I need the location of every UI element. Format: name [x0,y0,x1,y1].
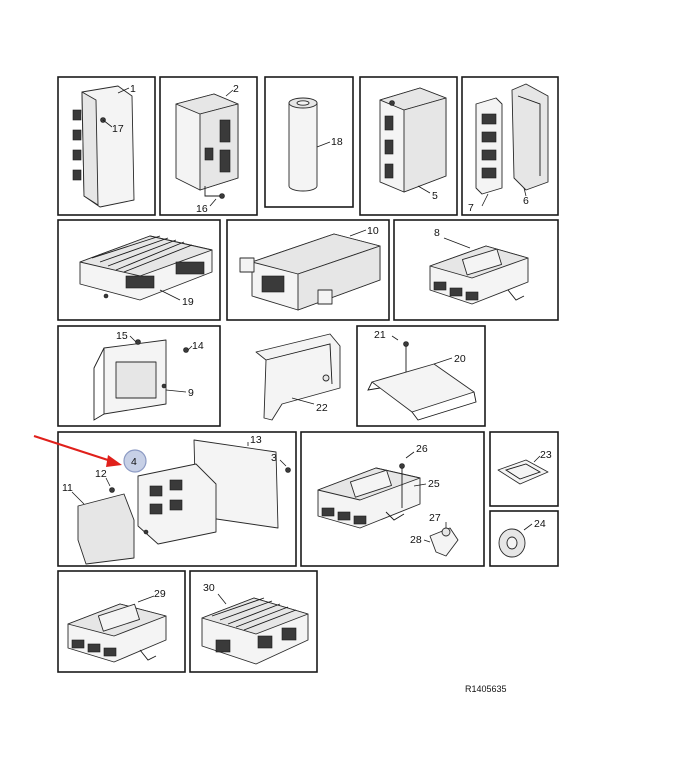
panel-part-29[interactable]: 29 [57,570,186,673]
panel-part-22[interactable]: 22 [255,333,341,421]
part-number-20: 20 [454,353,466,365]
panel-part-30[interactable]: 30 [189,570,318,673]
part-number-2: 2 [233,83,239,95]
panel-parts-1-17[interactable]: 1 17 [57,76,156,216]
part-number-26: 26 [416,443,428,455]
part-number-17: 17 [112,123,124,135]
part-number-14: 14 [192,340,204,352]
part-number-3: 3 [271,452,277,464]
panel-parts-2-16[interactable]: 2 16 [159,76,258,216]
part-number-8: 8 [434,227,440,239]
panel-parts-20-21[interactable]: 21 20 [356,325,486,427]
part-number-13: 13 [250,434,262,446]
part-number-11: 11 [62,482,73,494]
part-number-15: 15 [116,330,128,342]
panel-part-24[interactable]: 24 [489,510,559,567]
panel-parts-25-26-27-28[interactable]: 26 25 27 28 [300,431,485,567]
part-number-28: 28 [410,534,422,546]
part-number-10: 10 [367,225,379,237]
reference-code: R1405635 [465,684,507,694]
part-number-5: 5 [432,190,438,202]
panel-part-10[interactable]: 10 [226,219,390,321]
part-number-16: 16 [196,203,208,215]
panel-parts-9-14-15[interactable]: 15 14 9 [57,325,221,427]
part-number-24: 24 [534,518,546,530]
part-number-7: 7 [468,202,474,214]
part-number-29: 29 [154,588,166,600]
panel-parts-3-4-11-12-13[interactable]: 4 13 3 12 11 [57,431,297,567]
part-number-18: 18 [331,136,343,148]
panel-parts-6-7[interactable]: 7 6 [461,76,559,216]
part-number-25: 25 [428,478,440,490]
panel-part-5[interactable]: 5 [359,76,458,216]
part-number-4: 4 [131,456,137,468]
part-number-21: 21 [374,329,386,341]
part-number-9: 9 [188,387,194,399]
part-number-12: 12 [95,468,107,480]
panel-part-8[interactable]: 8 [393,219,559,321]
panel-part-19[interactable]: 19 [57,219,221,321]
part-number-1: 1 [130,83,136,95]
part-number-19: 19 [182,296,194,308]
highlight-marker-part-4[interactable] [123,449,147,473]
part-number-23: 23 [540,449,552,461]
part-number-30: 30 [203,582,215,594]
part-number-27: 27 [429,512,441,524]
panel-part-18[interactable]: 18 [264,76,354,208]
pointer-arrow [33,434,122,467]
part-number-22: 22 [316,402,328,414]
panel-part-23[interactable]: 23 [489,431,559,507]
part-number-6: 6 [523,195,529,207]
